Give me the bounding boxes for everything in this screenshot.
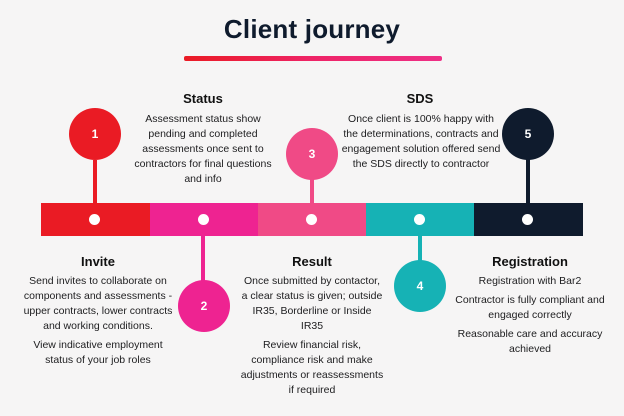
- step-5-heading: Registration: [492, 254, 568, 269]
- step-2-circle: 2: [178, 280, 230, 332]
- timeline-dot-2: [198, 214, 209, 225]
- stem-5: [526, 158, 530, 205]
- step-5-line: Reasonable care and accuracy achieved: [457, 328, 603, 355]
- timeline-dot-1: [89, 214, 100, 225]
- step-2-line: Assessment status show pending and compl…: [134, 113, 272, 185]
- step-4-description: Once client is 100% happy with the deter…: [340, 112, 502, 176]
- page-title: Client journey: [223, 14, 401, 44]
- step-1-description: Send invites to collaborate on component…: [22, 274, 174, 372]
- step-3-heading: Result: [292, 254, 332, 269]
- step-2-description: Assessment status show pending and compl…: [128, 112, 278, 191]
- step-4-heading: SDS: [406, 91, 434, 106]
- step-4-circle: 4: [394, 260, 446, 312]
- timeline-dot-4: [414, 214, 425, 225]
- step-5-line: Registration with Bar2: [478, 275, 582, 287]
- step-2-number: 2: [200, 299, 208, 313]
- step-3-line: Review financial risk, compliance risk a…: [240, 339, 384, 396]
- step-1-number: 1: [91, 127, 99, 141]
- step-2-heading: Status: [183, 91, 223, 106]
- stem-3: [310, 178, 314, 205]
- stem-4: [418, 234, 422, 262]
- stem-2: [201, 234, 205, 284]
- step-3-circle: 3: [286, 128, 338, 180]
- timeline-dot-3: [306, 214, 317, 225]
- title-underline: [184, 56, 442, 61]
- step-3-description: Once submitted by contactor, a clear sta…: [240, 274, 384, 402]
- step-3-number: 3: [308, 147, 316, 161]
- step-5-circle: 5: [502, 108, 554, 160]
- step-4-line: Once client is 100% happy with the deter…: [341, 113, 501, 170]
- step-1-line: View indicative employment status of you…: [33, 339, 163, 366]
- step-3-line: Once submitted by contactor, a clear sta…: [241, 275, 383, 332]
- step-1-line: Send invites to collaborate on component…: [23, 275, 173, 332]
- step-1-circle: 1: [69, 108, 121, 160]
- step-5-number: 5: [524, 127, 532, 141]
- step-1-heading: Invite: [81, 254, 115, 269]
- stem-1: [93, 160, 97, 205]
- step-5-line: Contractor is fully compliant and engage…: [455, 294, 605, 321]
- step-4-number: 4: [416, 279, 424, 293]
- step-5-description: Registration with Bar2 Contractor is ful…: [452, 274, 608, 361]
- timeline-dot-5: [522, 214, 533, 225]
